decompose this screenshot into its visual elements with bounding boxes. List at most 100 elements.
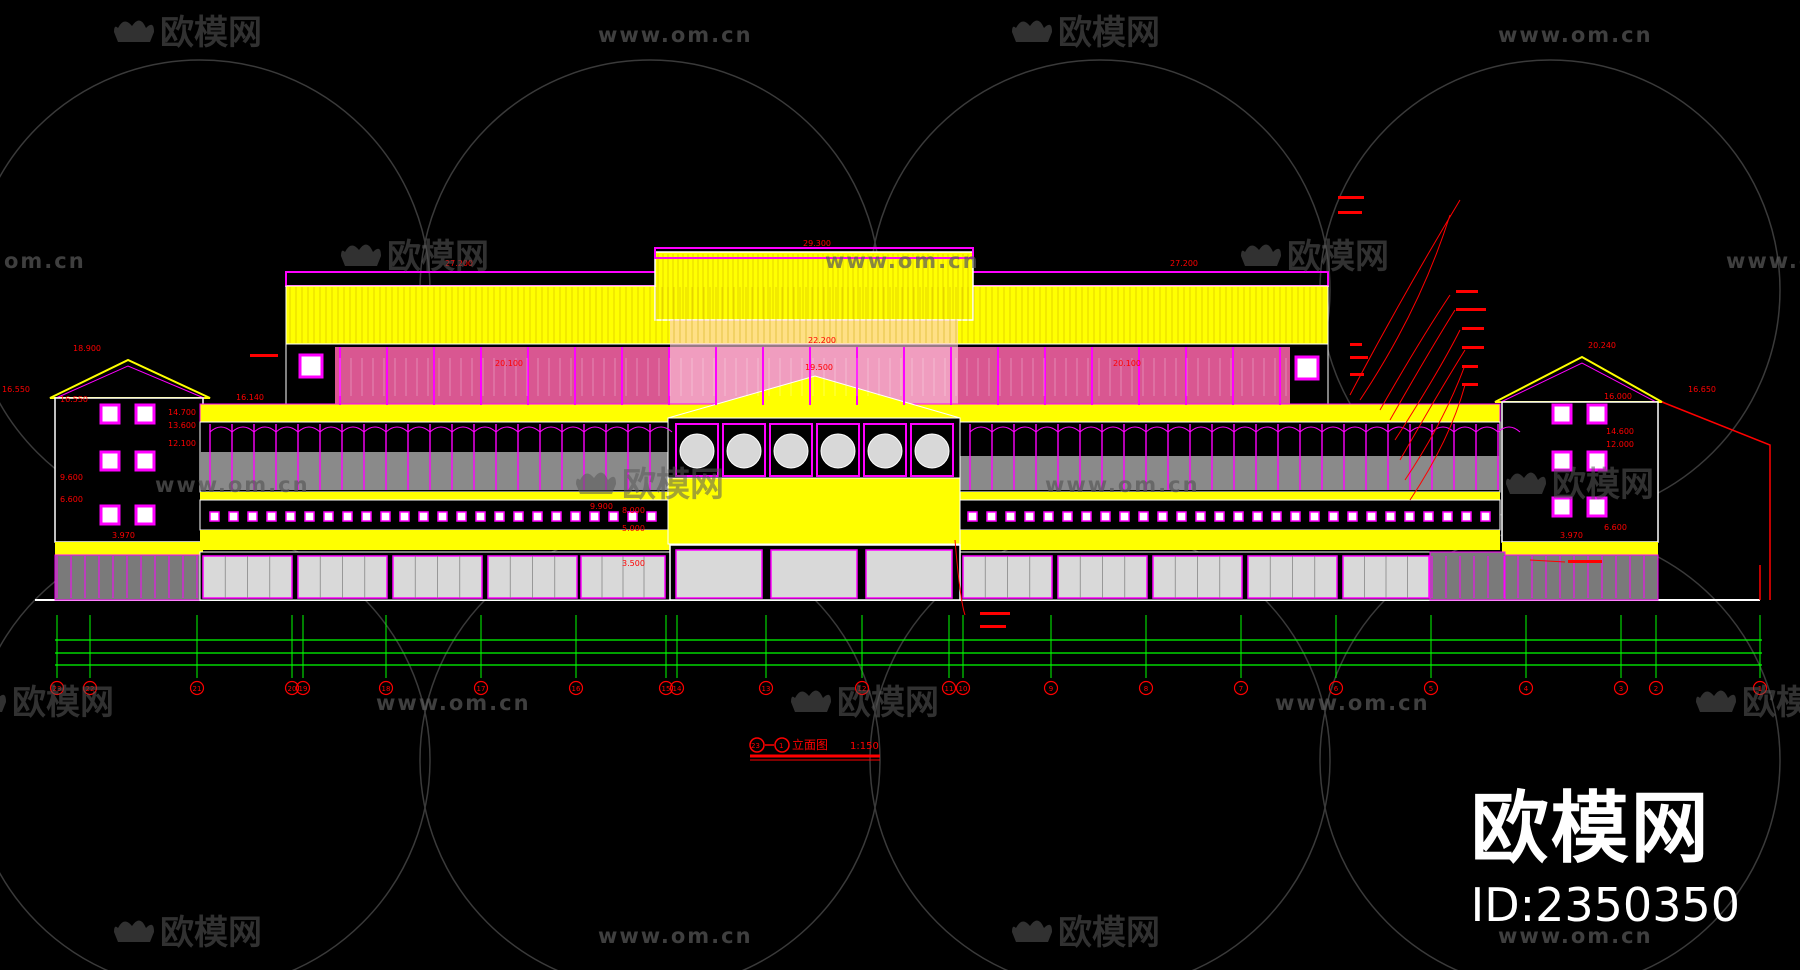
elev-mid-3: 8.000 — [622, 506, 645, 515]
drawing-title-text: 立面图 — [792, 737, 828, 752]
left-tower — [49, 358, 211, 601]
elev-right-eave: 16.650 — [1688, 385, 1716, 394]
watermark-logo: 欧模网 — [1012, 913, 1160, 953]
axis-label: 11 — [945, 685, 954, 693]
axis-label: 21 — [193, 685, 202, 693]
svg-text:欧模网: 欧模网 — [160, 13, 262, 53]
axis-label: 18 — [382, 685, 391, 693]
watermark-url: www.om.cn — [1045, 473, 1200, 497]
watermark-url: om.cn — [4, 249, 86, 273]
axis-label: 4 — [1524, 685, 1529, 693]
watermark-url: www.om.cn — [1726, 249, 1800, 273]
elev-left-eave-b: 16.550 — [60, 395, 88, 404]
elev-floor-l6: 3.970 — [112, 531, 135, 540]
elev-mid-2: 9.900 — [590, 502, 613, 511]
axis-label: 20 — [288, 685, 297, 693]
elev-floor-l3: 12.100 — [168, 439, 196, 448]
axis-bubble: 8 — [1138, 680, 1154, 696]
dimension-lines — [55, 639, 1762, 666]
watermark-url: www.om.cn — [1498, 924, 1653, 948]
facade-details — [56, 254, 1645, 599]
elev-floor-r5: 3.970 — [1560, 531, 1583, 540]
drawing-scale: 1:150 — [850, 741, 879, 752]
elev-floor-r1: 16.000 — [1604, 392, 1632, 401]
elev-floor-l2: 13.600 — [168, 421, 196, 430]
axis-label: 7 — [1239, 685, 1243, 693]
elev-ridge-left: 27.200 — [445, 259, 473, 268]
svg-text:欧模网: 欧模网 — [1058, 13, 1160, 53]
svg-text:欧模网: 欧模网 — [622, 465, 724, 505]
watermark-url: www.om.cn — [825, 249, 980, 273]
elev-right-top: 20.240 — [1588, 341, 1616, 350]
axis-label: 12 — [858, 685, 867, 693]
watermark-logo: 欧模网 — [1012, 13, 1160, 53]
axis-end-label: 1 — [779, 742, 783, 750]
elev-hall: 22.200 — [808, 336, 836, 345]
axis-label: 9 — [1049, 685, 1053, 693]
axis-label: 6 — [1334, 685, 1339, 693]
elev-floor-r4: 6.600 — [1604, 523, 1627, 532]
axis-bubble: 23 — [49, 680, 65, 696]
watermark-logo: 欧模网 — [1696, 683, 1800, 723]
axis-label: 16 — [572, 685, 581, 693]
axis-label: 15 — [662, 685, 671, 693]
axis-bubble: 20 — [284, 680, 300, 696]
elev-floor-r3: 12.000 — [1606, 440, 1634, 449]
axis-bubble: 21 — [189, 680, 205, 696]
svg-text:欧模网: 欧模网 — [1742, 683, 1800, 723]
right-tower — [1494, 355, 1771, 601]
axis-label: 2 — [1654, 685, 1658, 693]
brand-watermark: 欧模网 ID:2350350 — [1471, 790, 1740, 928]
axis-label: 14 — [673, 685, 682, 693]
svg-text:欧模网: 欧模网 — [1287, 237, 1389, 277]
elev-floor-r2: 14.600 — [1606, 427, 1634, 436]
elev-mid-1: 19.500 — [805, 363, 833, 372]
watermark-url: www.om.cn — [1498, 23, 1653, 47]
axis-bubble: 10 — [955, 680, 971, 696]
watermark-logo: 欧模网 — [1506, 465, 1654, 505]
axis-label: 8 — [1144, 685, 1148, 693]
axis-start-label: 23 — [751, 742, 760, 750]
axis-bubble: 3 — [1613, 680, 1629, 696]
axis-label: 17 — [477, 685, 486, 693]
elev-mid-5: 3.500 — [622, 559, 645, 568]
watermark-url: www.om.cn — [376, 691, 531, 715]
watermark-logo: 欧模网 — [0, 683, 114, 723]
bottom-strip — [0, 970, 1800, 980]
axis-bubble: 1 — [1752, 680, 1768, 696]
drawing-title: 23 1 立面图 1:150 — [749, 737, 880, 761]
axis-bubble: 12 — [854, 680, 870, 696]
watermark-logo: 欧模网 — [576, 465, 724, 505]
svg-text:欧模网: 欧模网 — [837, 683, 939, 723]
axis-bubble: 9 — [1043, 680, 1059, 696]
axis-label: 5 — [1429, 685, 1433, 693]
brand-id: ID:2350350 — [1470, 878, 1740, 932]
watermark-logo: 欧模网 — [114, 913, 262, 953]
watermark-url: www.om.cn — [598, 23, 753, 47]
elev-floor-l1: 14.700 — [168, 408, 196, 417]
leader-lines — [954, 199, 1566, 616]
axis-label: 23 — [53, 685, 62, 693]
axis-bubble: 11 — [941, 680, 957, 696]
axis-bubble: 22 — [82, 680, 98, 696]
elev-mid-4: 5.000 — [622, 524, 645, 533]
svg-text:欧模网: 欧模网 — [1058, 913, 1160, 953]
brand-name: 欧模网 — [1470, 784, 1711, 874]
axis-label: 13 — [762, 685, 771, 693]
leader-text-blocks — [250, 196, 1602, 628]
watermark-logo: 欧模网 — [1241, 237, 1389, 277]
axis-bubble: 16 — [568, 680, 584, 696]
axis-bubble: 14 — [669, 680, 685, 696]
axis-bubble: 6 — [1328, 680, 1344, 696]
watermark-url: www.om.cn — [1275, 691, 1430, 715]
svg-text:欧模网: 欧模网 — [1552, 465, 1654, 505]
watermark-url: www.om.cn — [598, 924, 753, 948]
watermark-logo: 欧模网 — [341, 237, 489, 277]
svg-text:欧模网: 欧模网 — [387, 237, 489, 277]
axis-bubble: 5 — [1423, 680, 1439, 696]
axis-bubble: 2 — [1648, 680, 1664, 696]
elev-floor-l4: 9.600 — [60, 473, 83, 482]
axis-label: 3 — [1619, 685, 1623, 693]
